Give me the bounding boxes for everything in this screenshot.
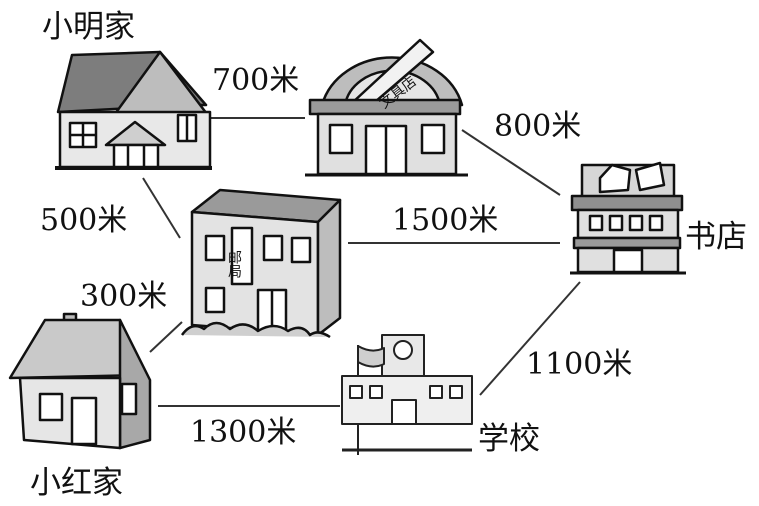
- label-xiaohong-home: 小红家: [30, 465, 123, 501]
- distance-xiaoming-stationery: 700米: [212, 63, 300, 98]
- line-school-bookstore: [479, 281, 581, 396]
- line-xiaoming-post: [142, 177, 181, 239]
- label-school: 学校: [478, 421, 540, 457]
- bookstore-icon: [570, 161, 686, 275]
- stationery-shop-icon: [305, 38, 468, 177]
- label-bookstore: 书店: [685, 219, 747, 255]
- distance-stationery-bookstore: 800米: [494, 109, 582, 144]
- distance-xiaohong-school: 1300米: [190, 415, 297, 450]
- distance-xiaoming-post: 500米: [40, 203, 128, 238]
- distance-school-bookstore: 1100米: [526, 347, 633, 382]
- xiaohong-home-icon: [8, 312, 152, 450]
- line-xiaohong-post: [149, 321, 183, 353]
- sign-stationery: 文具店: [377, 74, 420, 112]
- line-stationery-bookstore: [461, 129, 561, 196]
- school-icon: [341, 334, 473, 455]
- xiaoming-home-icon: [55, 50, 212, 170]
- label-xiaoming-home: 小明家: [42, 9, 135, 45]
- distance-xiaohong-post: 300米: [80, 279, 168, 314]
- distance-post-bookstore: 1500米: [392, 203, 499, 238]
- post-office-icon: [180, 188, 342, 339]
- route-lines: [142, 117, 581, 407]
- sign-post-office: 邮局: [226, 250, 242, 278]
